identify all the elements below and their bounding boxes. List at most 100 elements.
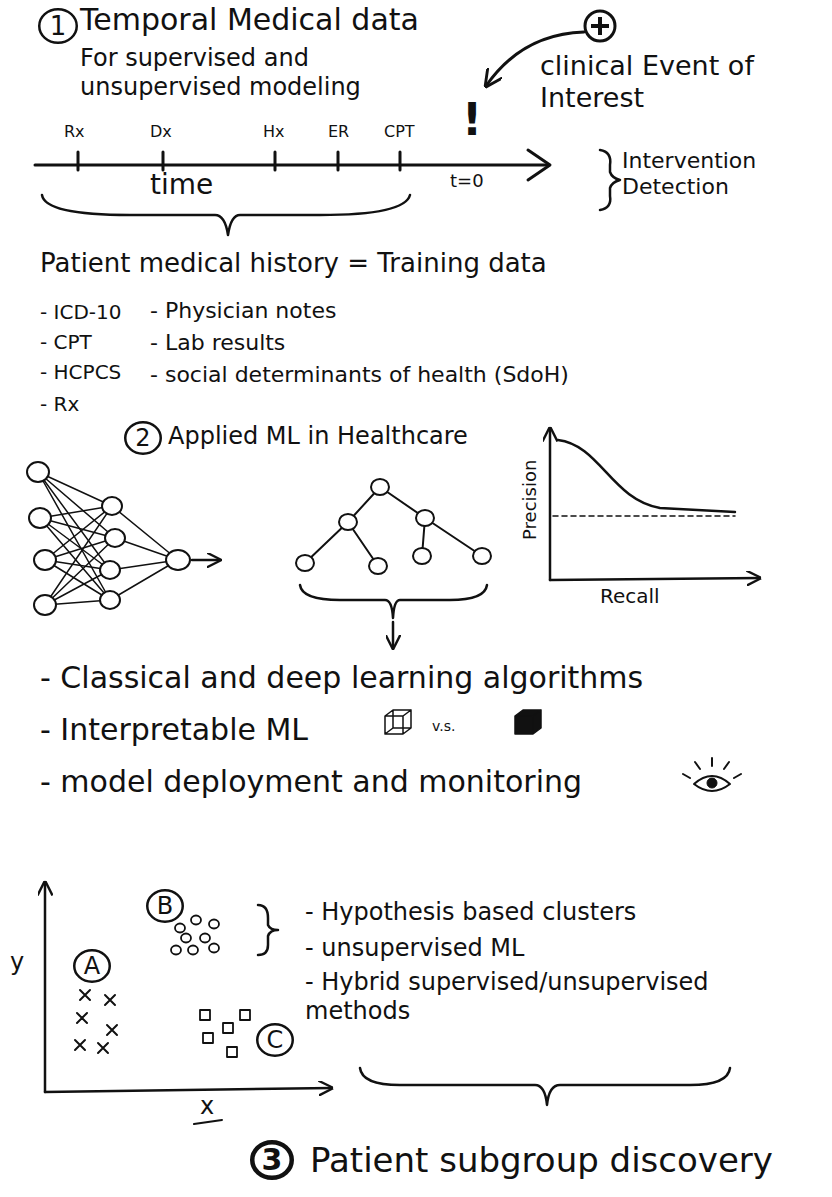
sketch-label: Rx [64,122,85,141]
circle-outline [147,890,183,922]
network-unit [34,595,56,615]
circle-text: 1 [38,8,78,44]
arrow-head [528,150,550,180]
cluster-point [191,916,201,925]
callout-number: 1 [50,13,67,39]
sketch-label: - social determinants of health (SdoH) [150,362,569,388]
sketch-label: - Rx [40,392,79,416]
callout-number: 3 [262,1145,283,1175]
tree-unit [416,510,434,526]
bracket [300,585,487,618]
sketch-label: - HCPCS [40,360,121,384]
tree-unit [296,555,314,571]
cluster-point [105,995,115,1005]
sketch-label: Applied ML in Healthcare [168,422,468,451]
cluster-point [75,1040,85,1050]
callout-circle: B [146,889,184,923]
tree-edge [425,518,482,556]
sketch-label: y [10,948,24,977]
circle-outline [257,1024,293,1056]
cluster-point [188,946,198,955]
bracket [360,1068,730,1105]
circle-outline [39,9,77,43]
sketch-label: CPT [384,122,415,141]
circle-outline [74,950,110,982]
sketch-label: Dx [150,122,172,141]
baseline [553,515,735,517]
circle-outline [252,1142,292,1178]
callout-circle: 1 [38,8,78,44]
pr-curve [558,440,735,512]
sketch-label: - unsupervised ML [305,934,524,963]
circle-text: 3 [250,1140,294,1180]
callout-number: B [157,894,173,918]
cluster-point [209,920,219,929]
cluster-point [203,1033,213,1043]
sketch-label: - Interpretable ML [40,712,308,748]
tree-unit [413,548,431,564]
circle-text: 2 [124,421,162,455]
sketch-label: Patient subgroup discovery [310,1140,773,1181]
output-arrow [192,559,220,562]
axis [549,428,552,580]
plus-icon [591,17,609,35]
network-edge [38,472,112,506]
sketch-label: - model deployment and monitoring [40,764,582,800]
network-unit [29,508,51,528]
sketch-label: t=0 [450,170,484,192]
black-box-icon [515,710,541,734]
sketch-label: clinical Event of Interest [540,50,810,115]
cluster-point [171,946,181,955]
network-unit [102,497,122,515]
sketch-label: Hx [263,122,285,141]
callout-number: C [267,1028,284,1052]
network-unit [100,561,120,579]
tree-unit [473,548,491,564]
sketch-label: Temporal Medical data [80,2,419,38]
sketch-label: Intervention Detection [622,148,812,201]
circle-outline [125,422,161,454]
sketch-label: - ICD-10 [40,300,122,324]
cluster-point [223,1023,233,1033]
tick-mark [77,152,80,170]
cluster-point [175,924,185,933]
tick-mark [274,152,277,170]
callout-circle: A [73,949,111,983]
down-arrow [392,622,395,648]
tick-mark [337,152,340,170]
network-unit [166,550,190,570]
callout-circle: 3 [250,1140,294,1180]
sketch-label: ER [328,122,349,141]
cluster-point [200,934,210,943]
callout-number: A [84,954,100,978]
network-unit [100,591,120,609]
timeline-axis [35,164,548,167]
network-edge [45,506,112,560]
eye-icon [694,776,730,791]
tree-unit [371,479,389,495]
circle-text: B [146,889,184,923]
cluster-point [200,1010,210,1020]
cluster-point [107,1025,117,1035]
cluster-point [77,1013,87,1023]
sketch-label: Recall [600,584,660,608]
eye-rays [683,758,741,778]
tree-unit [339,514,357,530]
cluster-point [209,944,219,953]
callout-circle: 2 [124,421,162,455]
bracket [42,195,410,235]
sketch-label: - Lab results [150,330,285,356]
callout-circle: C [256,1023,294,1057]
sketch-label: - CPT [40,330,92,354]
sketch-label: v.s. [432,718,455,735]
network-unit [27,462,49,482]
tree-unit [369,558,387,574]
sketch-label: time [150,168,213,202]
sketch-label: - Hybrid supervised/unsupervised methods [305,968,785,1026]
sketch-label: Patient medical history = Training data [40,248,547,279]
bracket [258,905,278,955]
sketch-label: - Classical and deep learning algorithms [40,660,643,696]
bracket [600,150,620,210]
sketch-label: Precision [519,450,541,550]
